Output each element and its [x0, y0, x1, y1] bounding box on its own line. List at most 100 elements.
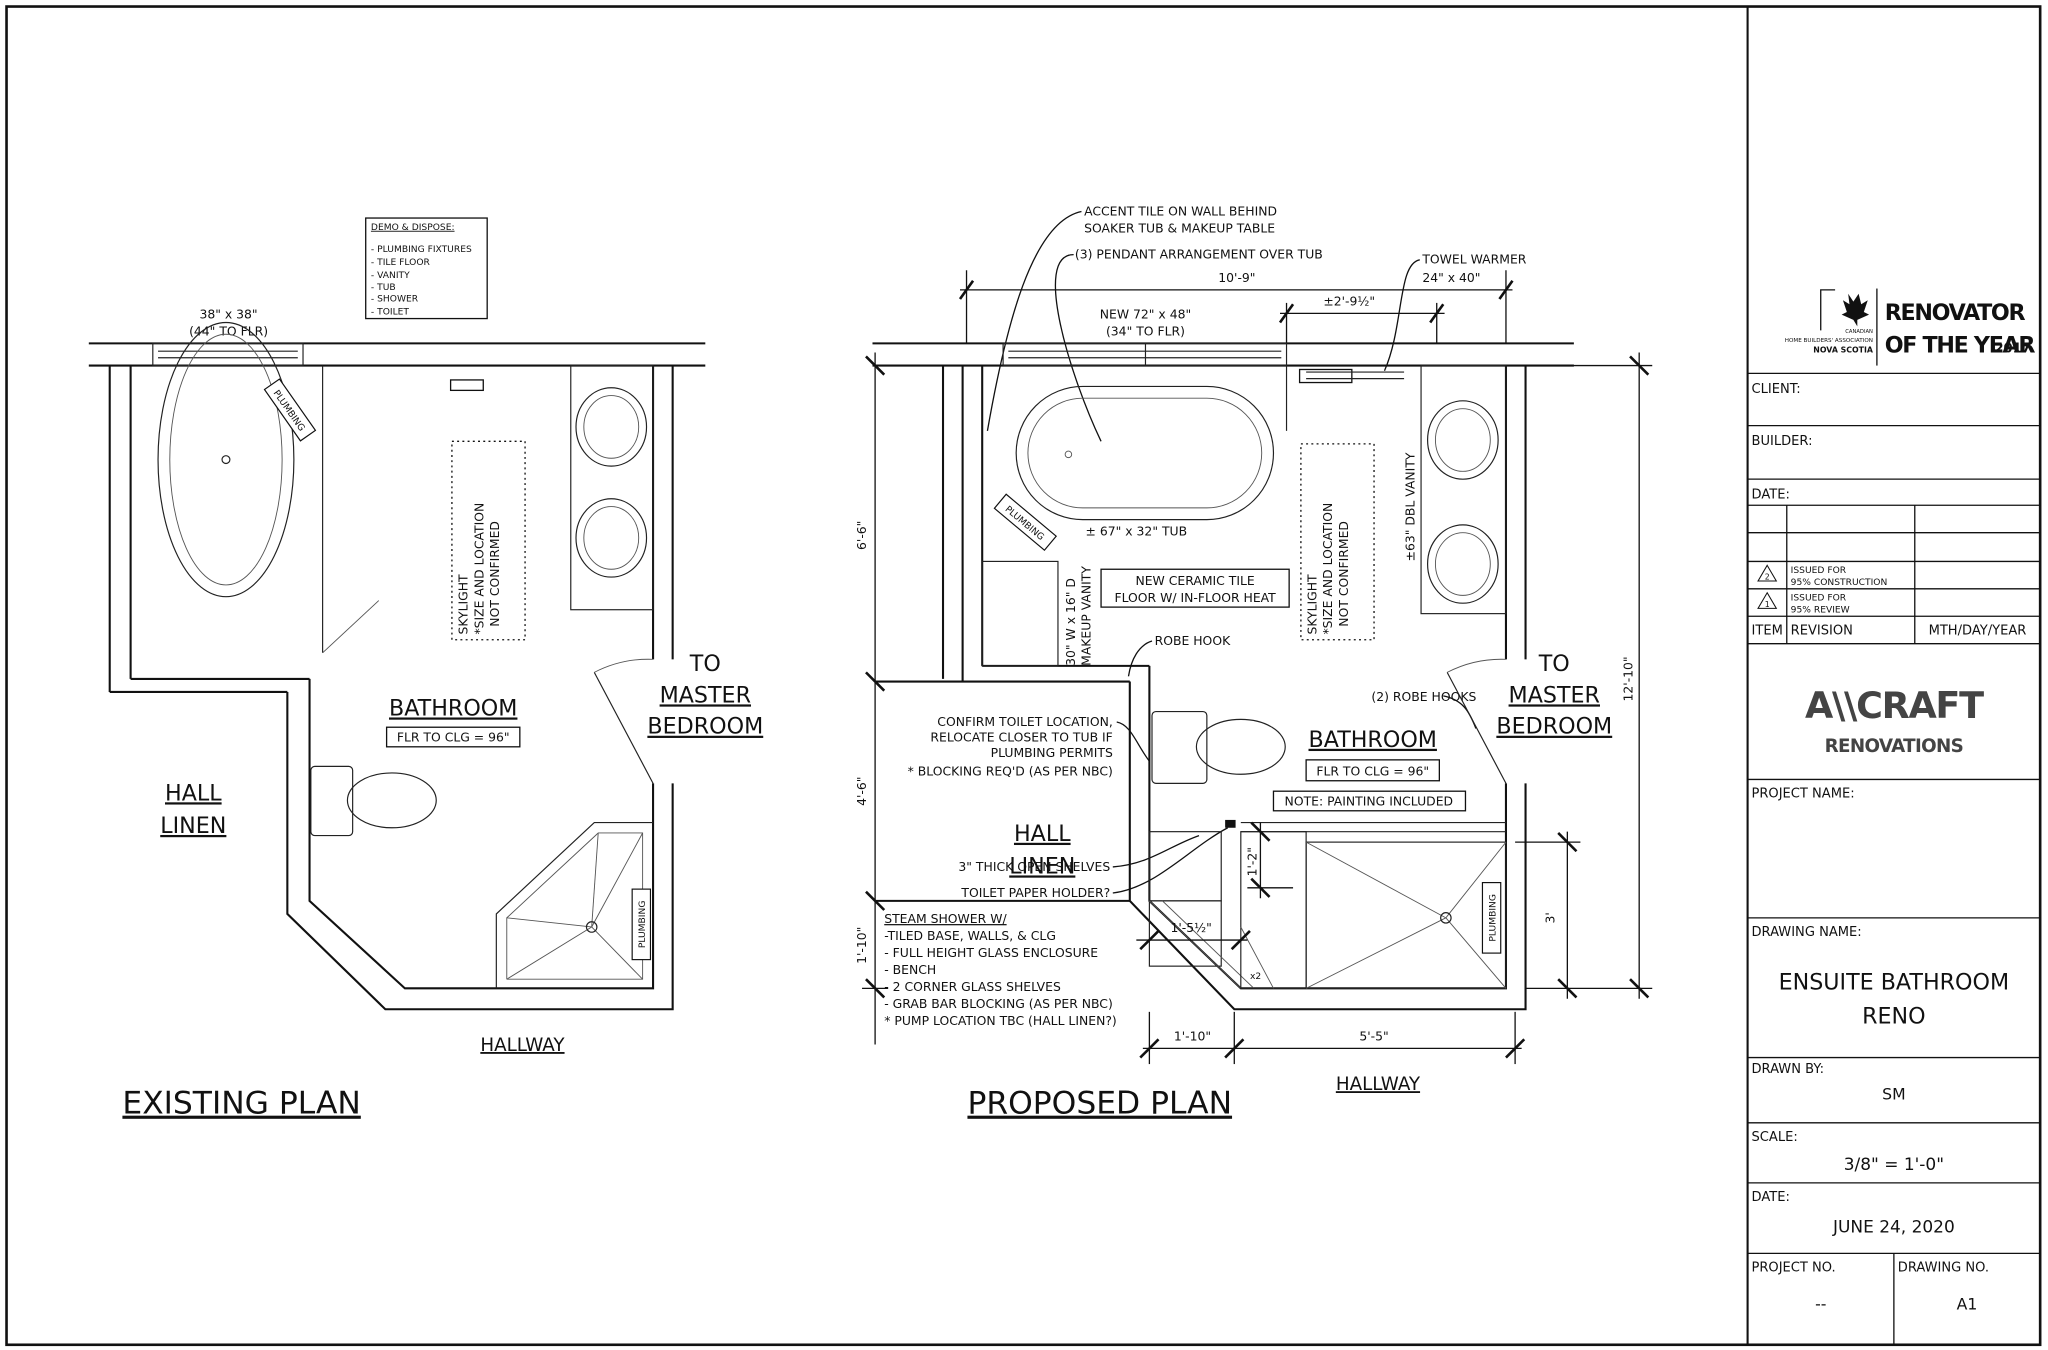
- bench-label: x2: [1250, 972, 1261, 982]
- demo-dispose-note: DEMO & DISPOSE: - PLUMBING FIXTURES - TI…: [365, 217, 488, 320]
- svg-text:- FULL HEIGHT GLASS ENCLOSURE: - FULL HEIGHT GLASS ENCLOSURE: [884, 945, 1098, 960]
- hall-label: HALL: [1014, 821, 1071, 847]
- shower: [1240, 821, 1507, 989]
- svg-text:CONFIRM TOILET LOCATION,: CONFIRM TOILET LOCATION,: [937, 714, 1113, 729]
- svg-text:SKYLIGHT: SKYLIGHT: [456, 574, 471, 635]
- drawing-no: A1: [1957, 1295, 1978, 1314]
- door-swing: [1446, 658, 1507, 784]
- window-size: NEW 72" x 48": [1100, 307, 1191, 322]
- demo-item: - VANITY: [371, 271, 410, 281]
- makeup-vanity-note: 30" W x 16" D MAKEUP VANITY: [1063, 566, 1094, 666]
- hall-label: LINEN: [1009, 853, 1075, 879]
- svg-text:RELOCATE CLOSER TO TUB IF: RELOCATE CLOSER TO TUB IF: [930, 730, 1112, 745]
- bathtub: [157, 321, 295, 598]
- demo-item: - TUB: [371, 283, 396, 293]
- painting-note: NOTE: PAINTING INCLUDED: [1285, 794, 1454, 809]
- steam-shower-note: STEAM SHOWER W/ -TILED BASE, WALLS, & CL…: [884, 911, 1117, 1028]
- rev-header-item: ITEM: [1752, 624, 1783, 639]
- room-label: BATHROOM: [389, 695, 517, 721]
- vanity-size: ±63" DBL VANITY: [1403, 452, 1418, 561]
- vent-icon: [449, 379, 484, 392]
- drawing-no-label: DRAWING NO.: [1898, 1261, 1989, 1276]
- svg-text:-TILED BASE, WALLS, & CLG: -TILED BASE, WALLS, & CLG: [884, 928, 1056, 943]
- svg-text:6'-6": 6'-6": [854, 521, 869, 550]
- drawing-name: ENSUITE BATHROOM: [1779, 970, 2010, 996]
- master-label: BEDROOM: [647, 714, 763, 740]
- hallway-label: HALLWAY: [480, 1035, 565, 1056]
- shower-plumbing-tag: PLUMBING: [631, 888, 652, 961]
- project-no-label: PROJECT NO.: [1752, 1261, 1836, 1276]
- vanity: [570, 364, 654, 611]
- skylight-note: SKYLIGHT *SIZE AND LOCATION NOT CONFIRME…: [456, 503, 502, 635]
- proposed-plan: ACCENT TILE ON WALL BEHIND SOAKER TUB & …: [854, 203, 1653, 1122]
- master-label: TO: [1538, 651, 1570, 677]
- svg-text:RENOVATOR: RENOVATOR: [1885, 300, 2026, 326]
- hall-label: HALL: [165, 780, 222, 806]
- svg-text:12'-10": 12'-10": [1621, 656, 1636, 701]
- window-height: (34" TO FLR): [1106, 324, 1185, 339]
- hallway-label: HALLWAY: [1336, 1074, 1421, 1095]
- svg-text:PLUMBING: PLUMBING: [638, 901, 648, 949]
- tp-holder-note: TOILET PAPER HOLDER?: [960, 885, 1110, 900]
- open-shelves: [1148, 831, 1255, 989]
- svg-text:PLUMBING PERMITS: PLUMBING PERMITS: [991, 745, 1113, 760]
- pendant-note: (3) PENDANT ARRANGEMENT OVER TUB: [1075, 247, 1323, 262]
- toilet-paper-holder-icon: [1225, 819, 1236, 828]
- svg-text:ISSUED FOR: ISSUED FOR: [1791, 594, 1847, 604]
- door-swing: [593, 658, 654, 784]
- svg-text:RENOVATIONS: RENOVATIONS: [1825, 736, 1964, 757]
- svg-text:*SIZE AND LOCATION: *SIZE AND LOCATION: [471, 503, 486, 635]
- demo-title: DEMO & DISPOSE:: [371, 223, 455, 233]
- master-label: MASTER: [660, 682, 751, 708]
- robe-hook-note: ROBE HOOK: [1155, 633, 1231, 648]
- floor-note-box: [1100, 568, 1290, 608]
- robe-hooks-note: (2) ROBE HOOKS: [1371, 689, 1476, 704]
- demo-item: - TOILET: [371, 308, 409, 318]
- svg-text:2017: 2017: [1994, 342, 2030, 357]
- accent-tile-note: ACCENT TILE ON WALL BEHIND: [1084, 203, 1277, 218]
- svg-text:NOVA SCOTIA: NOVA SCOTIA: [1813, 346, 1874, 355]
- project-name-label: PROJECT NAME:: [1752, 787, 1855, 802]
- proposed-plan-title: PROPOSED PLAN: [967, 1086, 1232, 1122]
- scale-value: 3/8" = 1'-0": [1844, 1155, 1944, 1175]
- title-block: CANADIAN HOME BUILDERS' ASSOCIATION NOVA…: [1746, 6, 2041, 1345]
- svg-text:NOT CONFIRMED: NOT CONFIRMED: [487, 521, 502, 627]
- makeup-vanity: [981, 560, 1059, 667]
- svg-text:MAKEUP VANITY: MAKEUP VANITY: [1079, 566, 1094, 666]
- skylight-note: SKYLIGHT *SIZE AND LOCATION NOT CONFIRME…: [1305, 503, 1351, 635]
- demo-item: - PLUMBING FIXTURES: [371, 245, 472, 255]
- rev-header-date: MTH/DAY/YEAR: [1929, 624, 2027, 639]
- svg-text:* BLOCKING REQ'D (AS PER NBC): * BLOCKING REQ'D (AS PER NBC): [908, 764, 1113, 779]
- svg-text:1: 1: [1765, 600, 1770, 609]
- svg-text:95% REVIEW: 95% REVIEW: [1791, 605, 1850, 615]
- master-label: TO: [689, 651, 721, 677]
- floor-note: NEW CERAMIC TILE: [1135, 573, 1254, 588]
- leader-line: [1112, 827, 1229, 894]
- ceiling-box: [385, 726, 521, 748]
- leader-line: [1383, 259, 1420, 372]
- existing-plan: DEMO & DISPOSE: - PLUMBING FIXTURES - TI…: [88, 217, 763, 1122]
- dimension-towel: ±2'-9½": [1278, 294, 1445, 344]
- svg-text:- GRAB BAR BLOCKING (AS PER NB: - GRAB BAR BLOCKING (AS PER NBC): [884, 996, 1113, 1011]
- dimension-right: 12'-10": [1525, 352, 1653, 999]
- project-no: --: [1815, 1295, 1826, 1314]
- accent-tile-note: SOAKER TUB & MAKEUP TABLE: [1084, 220, 1275, 235]
- chba-logo: CANADIAN HOME BUILDERS' ASSOCIATION NOVA…: [1785, 288, 2037, 366]
- svg-text:*SIZE AND LOCATION: *SIZE AND LOCATION: [1320, 503, 1335, 635]
- hall-label: LINEN: [160, 813, 226, 839]
- ceiling-height: FLR TO CLG = 96": [1316, 764, 1429, 779]
- leader-line: [1127, 640, 1153, 677]
- title-block-grid: [1747, 372, 2041, 1345]
- svg-text:3': 3': [1542, 912, 1557, 923]
- floor-note: FLOOR W/ IN-FLOOR HEAT: [1114, 590, 1276, 605]
- svg-text:4'-6": 4'-6": [854, 777, 869, 806]
- bathtub: [1015, 385, 1275, 521]
- master-label: BEDROOM: [1496, 714, 1612, 740]
- drawing-name-label: DRAWING NAME:: [1752, 925, 1862, 940]
- svg-text:HOME BUILDERS' ASSOCIATION: HOME BUILDERS' ASSOCIATION: [1785, 338, 1873, 344]
- svg-text:2: 2: [1765, 573, 1770, 582]
- room-label: BATHROOM: [1309, 727, 1437, 753]
- dimension-angle: 1'-5½": [1136, 920, 1251, 951]
- revision-row: 2 ISSUED FOR 95% CONSTRUCTION: [1757, 564, 1887, 588]
